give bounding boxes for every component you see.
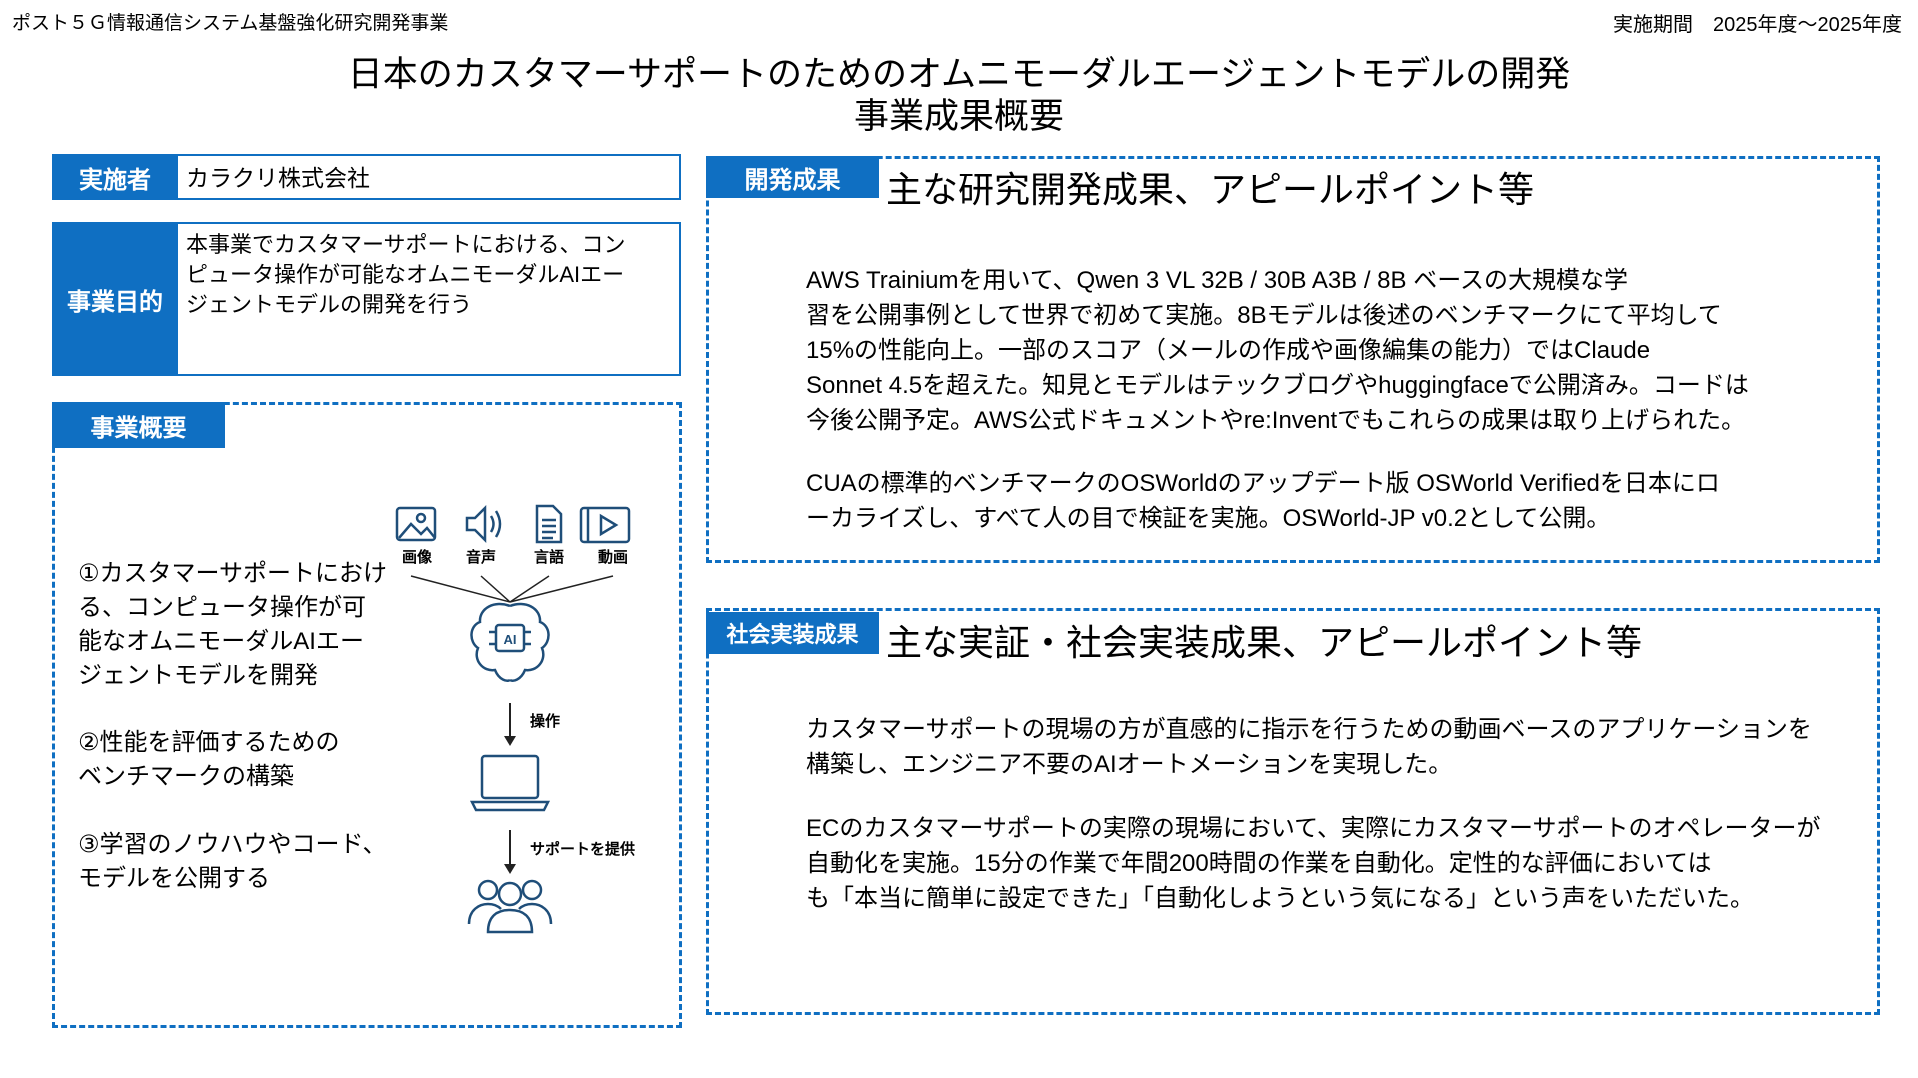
dev-results-paragraph-1: AWS Trainiumを用いて、Qwen 3 VL 32B / 30B A3B… [806,263,1749,438]
video-icon [579,506,631,544]
overview-item-line: 能なオムニモーダルAIエー [78,628,364,655]
implementer-value-box: カラクリ株式会社 [176,154,681,200]
document-icon [535,504,563,544]
social-line: カスタマーサポートの現場の方が直感的に指示を行うための動画ベースのアプリケーショ… [806,716,1812,743]
social-line: 自動化を実施。15分の作業で年間200時間の作業を自動化。定性的な評価においては [806,850,1712,877]
speaker-icon [465,504,502,544]
title-line-1: 日本のカスタマーサポートのためのオムニモーダルエージェントモデルの開発 [347,55,1571,94]
purpose-text: 本事業でカスタマーサポートにおける、コン ピュータ操作が可能なオムニモーダルAI… [186,230,626,320]
social-results-paragraph-2: ECのカスタマーサポートの実際の現場において、実際にカスタマーサポートのオペレー… [806,811,1820,916]
omni-agent-diagram: AI 画像 音声 言語 動画 操作 サポートを提供 [385,500,645,960]
input-label-image: 画像 [401,549,432,566]
social-results-box [706,608,1880,1015]
overview-item-3: ③学習のノウハウやコード、 モデルを公開する [78,828,387,896]
social-line: ECのカスタマーサポートの実際の現場において、実際にカスタマーサポートのオペレー… [806,815,1821,842]
social-results-label: 社会実装成果 [706,612,879,654]
overview-item-line: ベンチマークの構築 [78,763,294,790]
input-label-audio: 音声 [465,549,496,566]
dev-line: 習を公開事例として世界で初めて実施。8Bモデルは後述のベンチマークにて平均して [806,302,1722,329]
ai-brain-icon [470,602,550,682]
dev-line: ーカライズし、すべて人の目で検証を実施。OSWorld-JP v0.2として公開… [806,505,1611,532]
social-results-heading: 主な実証・社会実装成果、アピールポイント等 [886,622,1643,663]
dev-line: AWS Trainiumを用いて、Qwen 3 VL 32B / 30B A3B… [806,267,1629,294]
overview-box [52,402,682,1028]
social-results-paragraph-1: カスタマーサポートの現場の方が直感的に指示を行うための動画ベースのアプリケーショ… [806,712,1812,782]
support-label: サポートを提供 [530,841,636,858]
overview-item-line: ②性能を評価するための [78,729,340,756]
ai-text: AI [504,632,517,647]
arrow-down-icon [504,830,516,874]
dev-line: 今後公開予定。AWS公式ドキュメントやre:Inventでもこれらの成果は取り上… [806,407,1746,434]
social-line: 構築し、エンジニア不要のAIオートメーションを実現した。 [806,751,1453,778]
operate-label: 操作 [530,713,561,730]
purpose-line: ピュータ操作が可能なオムニモーダルAIエー [186,262,625,287]
implementer-label: 実施者 [52,154,178,200]
overview-item-line: ジェントモデルを開発 [78,662,318,689]
dev-results-box [706,156,1880,563]
dev-line: 15%の性能向上。一部のスコア（メールの作成や画像編集の能力）ではClaude [806,337,1651,364]
implementation-period: 実施期間 2025年度～2025年度 [1613,14,1902,36]
purpose-line: ジェントモデルの開発を行う [186,292,473,317]
dev-line: Sonnet 4.5を超えた。知見とモデルはテックブログやhuggingface… [806,372,1749,399]
image-icon [395,506,437,542]
purpose-value-box: 本事業でカスタマーサポートにおける、コン ピュータ操作が可能なオムニモーダルAI… [176,222,681,376]
program-name: ポスト５Ｇ情報通信システム基盤強化研究開発事業 [12,13,449,34]
page-title: 日本のカスタマーサポートのためのオムニモーダルエージェントモデルの開発 事業成果… [0,54,1918,138]
arrow-down-icon [504,703,516,746]
input-label-language: 言語 [533,549,564,566]
users-icon [467,879,553,934]
overview-item-line: モデルを公開する [78,865,270,892]
purpose-line: 本事業でカスタマーサポートにおける、コン [186,232,626,257]
dev-line: CUAの標準的ベンチマークのOSWorldのアップデート版 OSWorld Ve… [806,470,1720,497]
title-line-2: 事業成果概要 [853,97,1064,136]
dev-results-label: 開発成果 [706,156,879,198]
purpose-label: 事業目的 [52,222,178,376]
diagram-graphics: AI [395,504,631,934]
laptop-icon [469,754,551,812]
implementer-value: カラクリ株式会社 [186,165,370,191]
overview-item-line: ③学習のノウハウやコード、 [78,831,387,858]
overview-item-1: ①カスタマーサポートにおけ る、コンピュータ操作が可 能なオムニモーダルAIエー… [78,557,387,693]
social-line: も「本当に簡単に設定できた」「自動化しようという気になる」という声をいただいた。 [806,885,1754,912]
overview-item-line: る、コンピュータ操作が可 [78,594,366,621]
dev-results-heading: 主な研究開発成果、アピールポイント等 [886,169,1535,210]
overview-item-line: ①カスタマーサポートにおけ [78,560,388,587]
input-connector-lines [410,575,614,603]
overview-label: 事業概要 [52,402,225,448]
dev-results-paragraph-2: CUAの標準的ベンチマークのOSWorldのアップデート版 OSWorld Ve… [806,466,1720,536]
overview-item-2: ②性能を評価するための ベンチマークの構築 [78,726,340,794]
input-label-video: 動画 [597,549,628,566]
